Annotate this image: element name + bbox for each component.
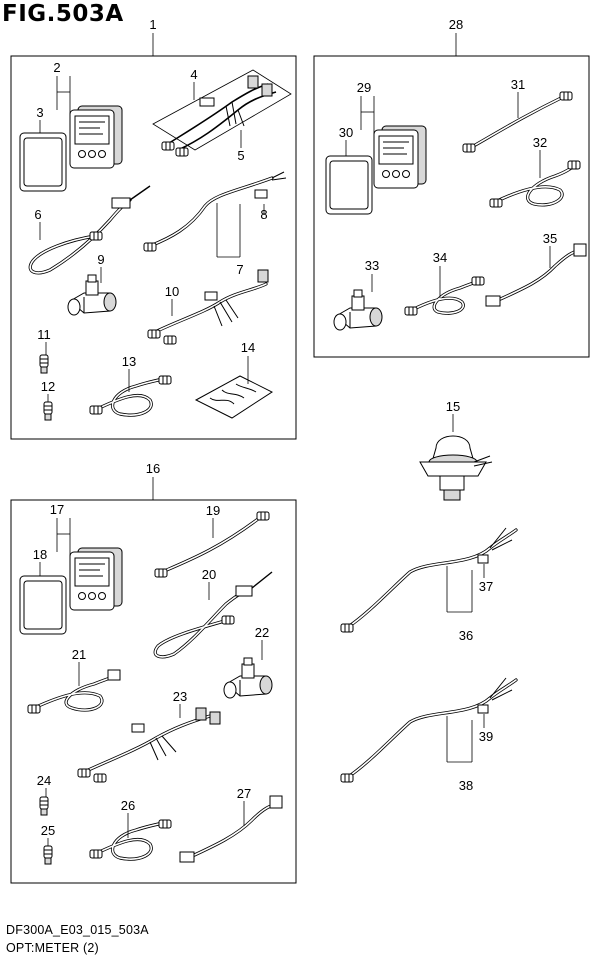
callout-38: 38 <box>459 778 473 793</box>
harness-part-4 <box>152 69 292 157</box>
buzzer-part-15 <box>419 414 493 501</box>
callout-29: 29 <box>357 80 371 95</box>
cable-part-34 <box>404 276 485 316</box>
callout-21: 21 <box>72 647 86 662</box>
callout-34: 34 <box>433 250 447 265</box>
figure-title: FIG.503A <box>2 1 124 27</box>
callout-8: 8 <box>260 207 267 222</box>
callout-10: 10 <box>165 284 179 299</box>
harness-part-36 <box>340 527 518 633</box>
callout-39: 39 <box>479 729 493 744</box>
meter-cover-part-3 <box>19 132 67 192</box>
cap-part-11 <box>39 354 49 374</box>
cable-part-19 <box>154 511 270 578</box>
callout-35: 35 <box>543 231 557 246</box>
meter-cover-part-18 <box>19 575 67 635</box>
harness-part-10 <box>147 269 269 345</box>
callout-5: 5 <box>237 148 244 163</box>
callout-33: 33 <box>365 258 379 273</box>
callout-1: 1 <box>149 17 156 32</box>
callout-14: 14 <box>241 340 255 355</box>
callout-37: 37 <box>479 579 493 594</box>
cable-part-31 <box>462 91 573 153</box>
callout-22: 22 <box>255 625 269 640</box>
callout-24: 24 <box>37 773 51 788</box>
tee-connector-part-22 <box>223 657 273 699</box>
callout-28: 28 <box>449 17 463 32</box>
callout-30: 30 <box>339 125 353 140</box>
callout-27: 27 <box>237 786 251 801</box>
cable-part-26 <box>89 819 172 861</box>
meter-cover-part-30 <box>325 155 373 215</box>
meter-unit-part-29 <box>373 125 427 189</box>
callout-13: 13 <box>122 354 136 369</box>
cable-part-27 <box>179 795 283 863</box>
cable-part-35 <box>485 243 587 307</box>
callout-26: 26 <box>121 798 135 813</box>
callout-3: 3 <box>36 105 43 120</box>
harness-part-23 <box>77 707 221 783</box>
harness-part-38 <box>340 677 518 783</box>
cap-part-12 <box>43 401 53 421</box>
tee-connector-part-9 <box>67 274 117 316</box>
cable-part-21 <box>27 669 121 714</box>
tee-connector-part-33 <box>333 289 383 331</box>
callout-36: 36 <box>459 628 473 643</box>
callout-15: 15 <box>446 399 460 414</box>
callout-20: 20 <box>202 567 216 582</box>
callout-18: 18 <box>33 547 47 562</box>
group-1-frame <box>10 55 297 440</box>
group-28-frame <box>313 55 590 358</box>
callout-17: 17 <box>50 502 64 517</box>
callout-9: 9 <box>97 252 104 267</box>
callout-6: 6 <box>34 207 41 222</box>
callout-labels: 1 2 3 4 5 6 7 8 9 10 11 12 13 14 15 16 1… <box>33 17 557 838</box>
callout-12: 12 <box>41 379 55 394</box>
footer-diagram-name: OPT:METER (2) <box>6 941 99 955</box>
callout-31: 31 <box>511 77 525 92</box>
callout-23: 23 <box>173 689 187 704</box>
harness-part-7 <box>143 171 287 252</box>
cable-part-6 <box>28 185 151 275</box>
meter-unit-part-17 <box>69 547 123 611</box>
cap-part-24 <box>39 796 49 816</box>
cable-part-32 <box>489 160 581 208</box>
callout-25: 25 <box>41 823 55 838</box>
cap-part-25 <box>43 845 53 865</box>
meter-unit-part-2 <box>69 105 123 169</box>
bag-part-14 <box>194 375 274 419</box>
cable-part-20 <box>153 571 273 659</box>
callout-19: 19 <box>206 503 220 518</box>
cable-part-13 <box>89 375 172 417</box>
callout-16: 16 <box>146 461 160 476</box>
footer-diagram-code: DF300A_E03_015_503A <box>6 923 149 937</box>
callout-32: 32 <box>533 135 547 150</box>
callout-4: 4 <box>190 67 197 82</box>
callout-7: 7 <box>236 262 243 277</box>
group-16-frame <box>10 499 297 884</box>
callout-2: 2 <box>53 60 60 75</box>
callout-11: 11 <box>37 327 51 342</box>
